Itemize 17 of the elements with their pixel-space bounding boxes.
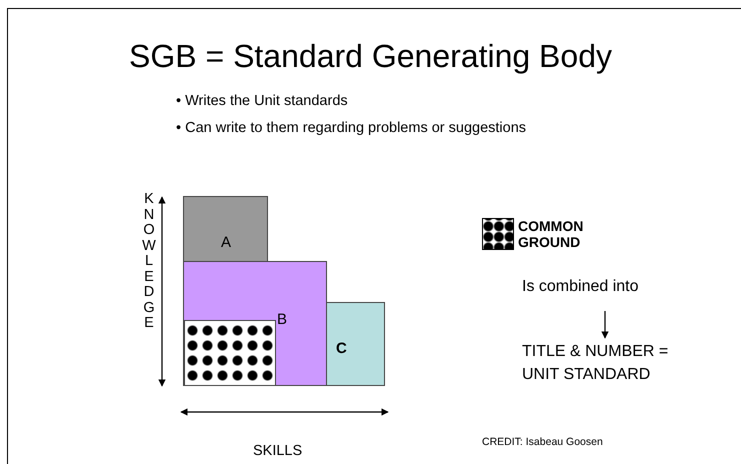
block-label: C xyxy=(336,340,347,357)
credit-text: CREDIT: Isabeau Goosen xyxy=(482,436,603,448)
block xyxy=(183,196,268,262)
block-label: A xyxy=(221,234,232,251)
legend-text: COMMON GROUND xyxy=(518,218,584,250)
axis-label: SKILLS xyxy=(253,443,302,459)
note-text: TITLE & NUMBER = UNIT STANDARD xyxy=(522,340,692,386)
note-text: Is combined into xyxy=(522,275,684,297)
arrow xyxy=(601,311,609,339)
block-label: B xyxy=(277,311,288,328)
block xyxy=(326,302,385,386)
axis-label: KNOWLEDGE xyxy=(142,192,156,332)
bullet-point: • Can write to them regarding problems or suggestions xyxy=(176,120,526,136)
block xyxy=(183,261,327,386)
slide-title: SGB = Standard Generating Body xyxy=(128,38,613,75)
patterned-block xyxy=(184,320,276,386)
bullet-point: • Writes the Unit standards xyxy=(176,93,348,109)
